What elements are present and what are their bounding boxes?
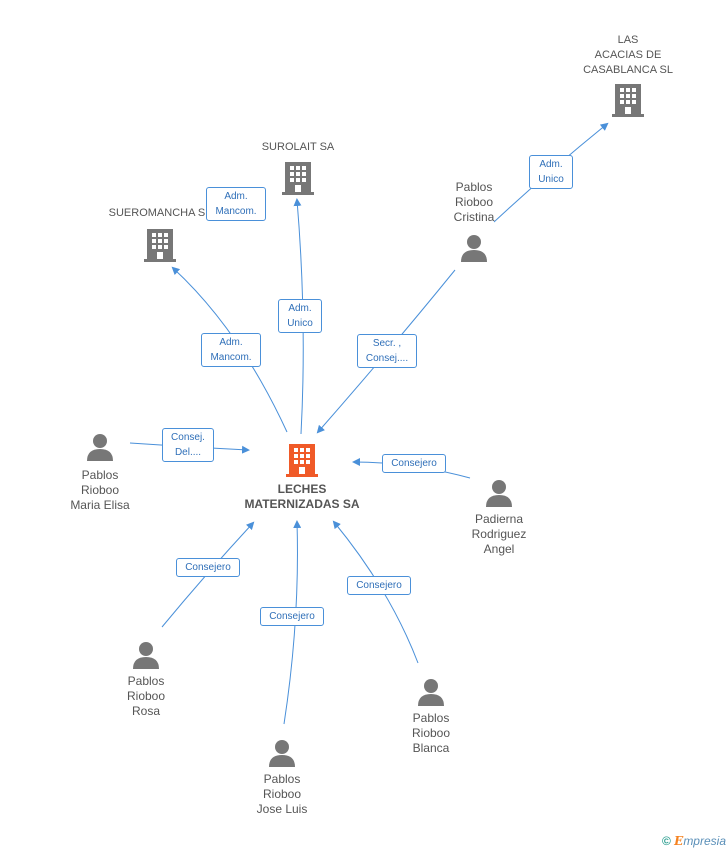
role-badge-sueromancha-top[interactable]: Adm. Mancom. (206, 187, 266, 221)
person-node-blanca[interactable]: Pablos Rioboo Blanca (389, 677, 473, 756)
person-label: Pablos Rioboo Blanca (411, 711, 451, 755)
company-label: LAS ACACIAS DE CASABLANCA SL (583, 34, 673, 76)
building-icon (282, 162, 314, 195)
brand-logo-letter: E (674, 834, 684, 848)
role-badge-cristina[interactable]: Secr. , Consej.... (357, 334, 417, 368)
role-badge-blanca[interactable]: Consejero (347, 576, 411, 595)
building-icon (612, 84, 644, 117)
person-icon (133, 642, 159, 669)
company-node-sueromancha[interactable]: SUEROMANCHA SL (100, 206, 220, 263)
role-badge-sueromancha[interactable]: Adm. Mancom. (201, 333, 261, 367)
footer-brand: © Empresia (662, 834, 726, 848)
company-label: SUEROMANCHA SL (108, 207, 212, 219)
center-company-label: LECHES MATERNIZADAS SA (244, 482, 360, 511)
copyright-symbol: © (661, 834, 671, 848)
role-badge-jose-luis[interactable]: Consejero (260, 607, 324, 626)
company-node-acacias[interactable]: LAS ACACIAS DE CASABLANCA SL (572, 33, 684, 118)
person-icon (486, 480, 512, 507)
person-node-rosa[interactable]: Pablos Rioboo Rosa (104, 640, 188, 719)
building-icon (144, 229, 176, 262)
person-icon (461, 235, 487, 262)
brand-name: mpresia (683, 834, 726, 848)
person-label: Pablos Rioboo Jose Luis (256, 772, 308, 816)
role-badge-acacias[interactable]: Adm. Unico (529, 155, 573, 189)
company-label: SUROLAIT SA (261, 141, 335, 153)
role-badge-padierna[interactable]: Consejero (382, 454, 446, 473)
person-node-cristina[interactable]: Pablos Rioboo Cristina (432, 180, 516, 263)
person-node-maria-elisa[interactable]: Pablos Rioboo Maria Elisa (58, 432, 142, 513)
person-icon (269, 740, 295, 767)
person-label: Padierna Rodriguez Angel (471, 512, 527, 556)
role-badge-maria-elisa[interactable]: Consej. Del.... (162, 428, 214, 462)
building-icon (286, 444, 318, 477)
person-icon (418, 679, 444, 706)
person-node-jose-luis[interactable]: Pablos Rioboo Jose Luis (240, 738, 324, 817)
center-company-node[interactable]: LECHES MATERNIZADAS SA (236, 442, 368, 512)
person-icon (87, 434, 113, 461)
person-label: Pablos Rioboo Cristina (453, 180, 495, 224)
role-badge-surolait[interactable]: Adm. Unico (278, 299, 322, 333)
company-node-surolait[interactable]: SUROLAIT SA (246, 140, 350, 196)
role-badge-rosa[interactable]: Consejero (176, 558, 240, 577)
person-label: Pablos Rioboo Rosa (126, 674, 166, 718)
person-node-padierna[interactable]: Padierna Rodriguez Angel (456, 478, 542, 557)
person-label: Pablos Rioboo Maria Elisa (70, 468, 130, 512)
